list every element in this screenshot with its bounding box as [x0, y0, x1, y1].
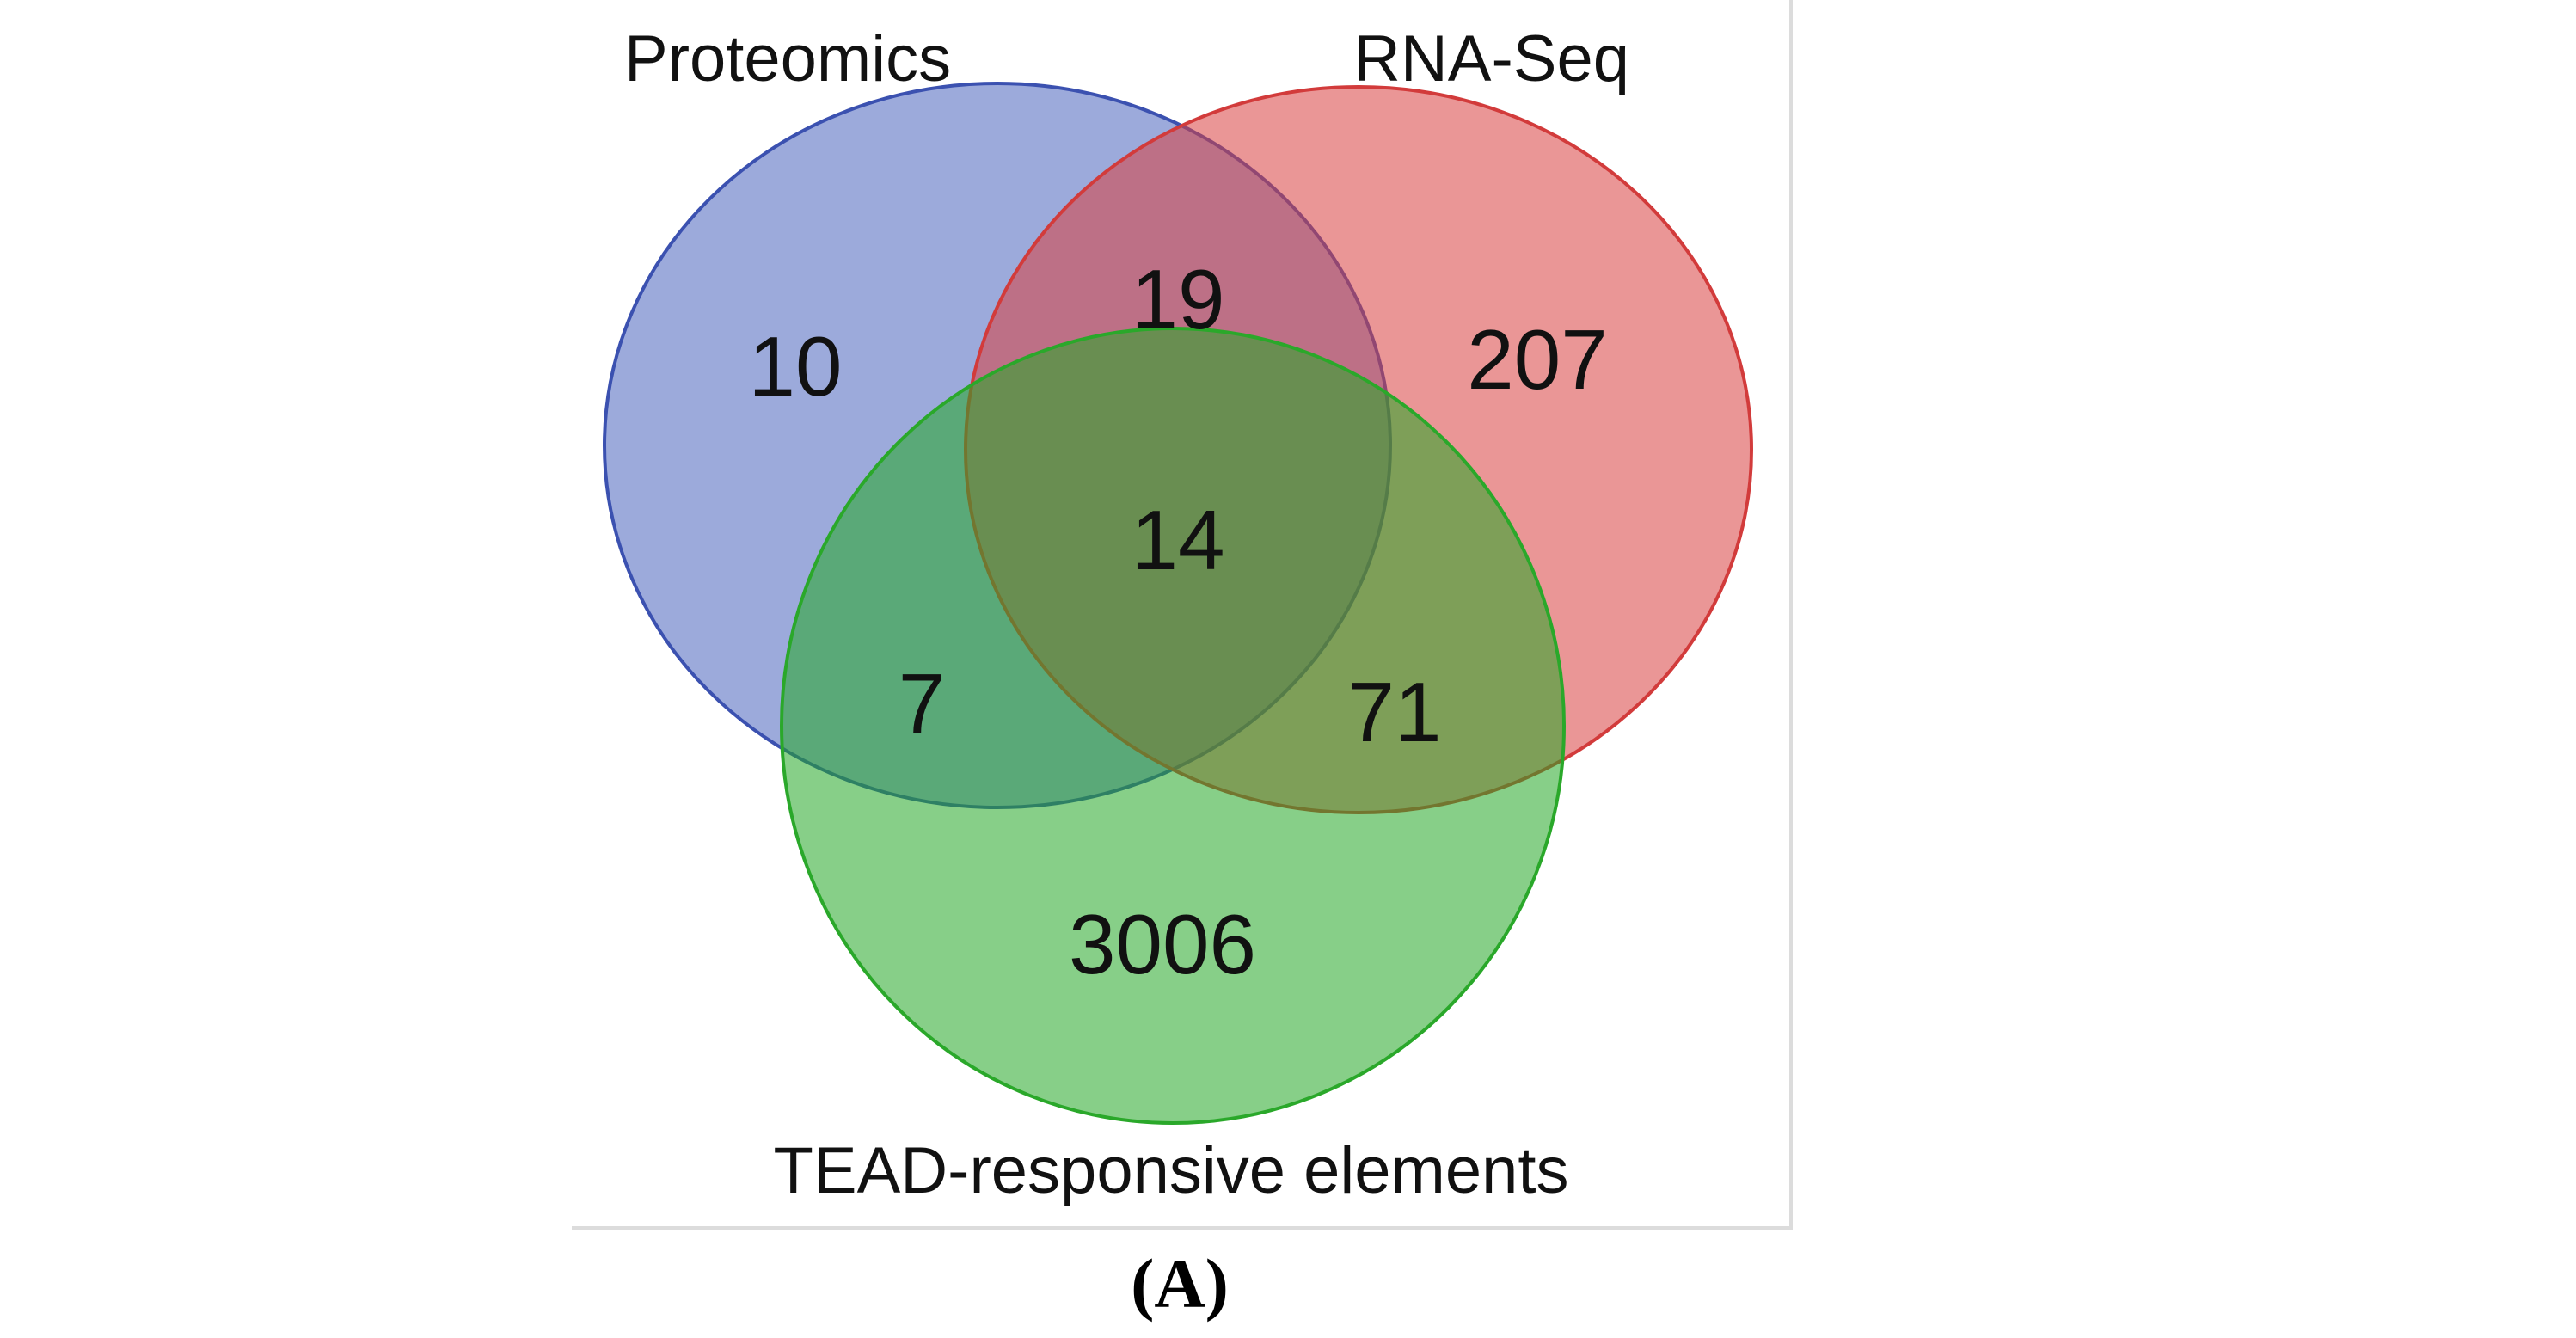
- panel-label: (A): [1131, 1244, 1229, 1323]
- tead-set-label: TEAD-responsive elements: [773, 1134, 1568, 1207]
- tead-circle: [780, 327, 1566, 1125]
- tead-only-count: 3006: [1069, 897, 1256, 991]
- proteomics-only-count: 10: [748, 319, 842, 414]
- rnaseq-tead-count: 71: [1347, 665, 1441, 759]
- proteomics-rnaseq-count: 19: [1131, 252, 1224, 347]
- rnaseq-set-label: RNA-Seq: [1353, 22, 1629, 95]
- all-three-count: 14: [1131, 493, 1224, 587]
- rnaseq-only-count: 207: [1467, 312, 1608, 407]
- proteomics-tead-count: 7: [899, 656, 946, 751]
- proteomics-set-label: Proteomics: [624, 22, 951, 95]
